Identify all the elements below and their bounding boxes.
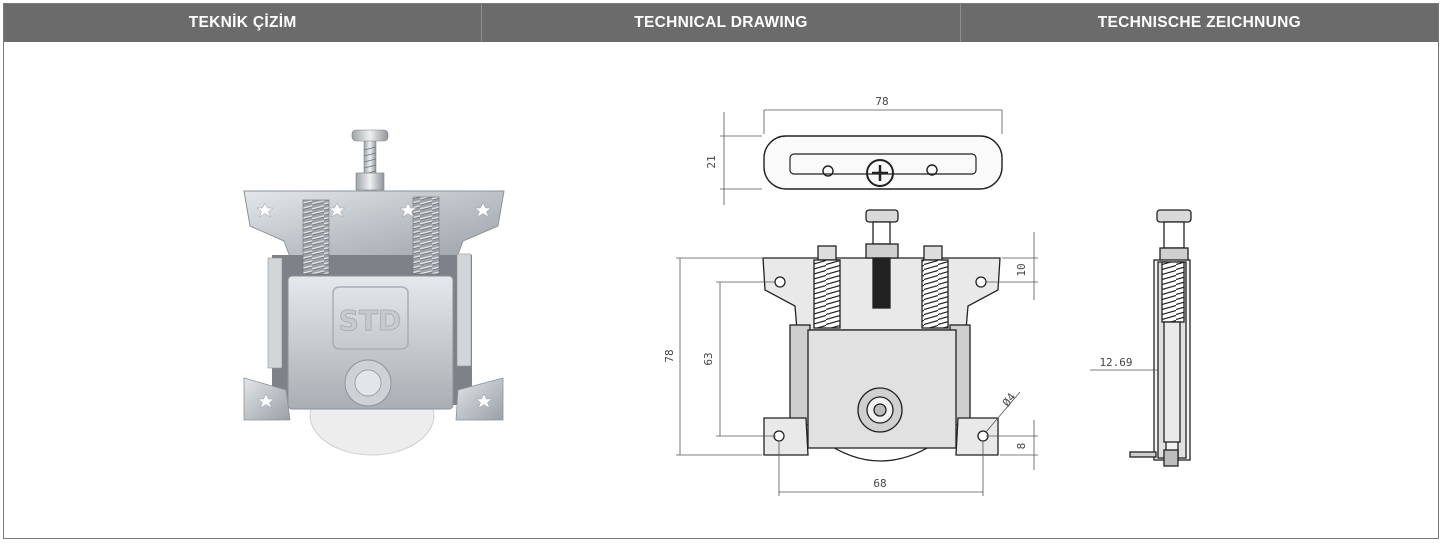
dim-hole-diameter: Ø4 xyxy=(1000,390,1019,409)
top-view-drawing xyxy=(720,109,1003,205)
spring-left xyxy=(302,199,330,275)
front-dimension-lines xyxy=(676,232,1038,496)
bolt-nut xyxy=(355,172,385,191)
bolt-head xyxy=(351,129,389,142)
mounting-holes xyxy=(256,202,493,409)
product-sheet: TEKNİK ÇİZİM TECHNICAL DRAWING TECHNISCH… xyxy=(3,3,1439,539)
dim-top-height: 21 xyxy=(705,155,718,168)
mounting-plate xyxy=(243,190,505,263)
dim-bottom-offset: 8 xyxy=(1015,443,1028,450)
dim-top-width: 78 xyxy=(875,95,888,108)
brand-stamp: STD xyxy=(339,304,402,337)
dim-side-offset: 12.69 xyxy=(1099,356,1132,369)
side-view-drawing xyxy=(1129,209,1192,467)
header-english: TECHNICAL DRAWING xyxy=(482,4,961,42)
spring-right xyxy=(412,196,440,275)
header-german: TECHNISCHE ZEICHNUNG xyxy=(1097,14,1301,31)
dim-front-inner: 63 xyxy=(702,352,715,365)
header-turkish: TEKNİK ÇİZİM xyxy=(4,4,483,42)
product-photo: STD xyxy=(243,129,505,456)
front-view-drawing xyxy=(762,209,1001,462)
dim-front-height: 78 xyxy=(663,349,676,362)
section-header: TEKNİK ÇİZİM TECHNICAL DRAWING TECHNISCH… xyxy=(4,4,1438,42)
dim-base-width: 68 xyxy=(873,477,886,490)
wheel-housing xyxy=(287,275,454,410)
dim-top-offset: 10 xyxy=(1015,263,1028,276)
